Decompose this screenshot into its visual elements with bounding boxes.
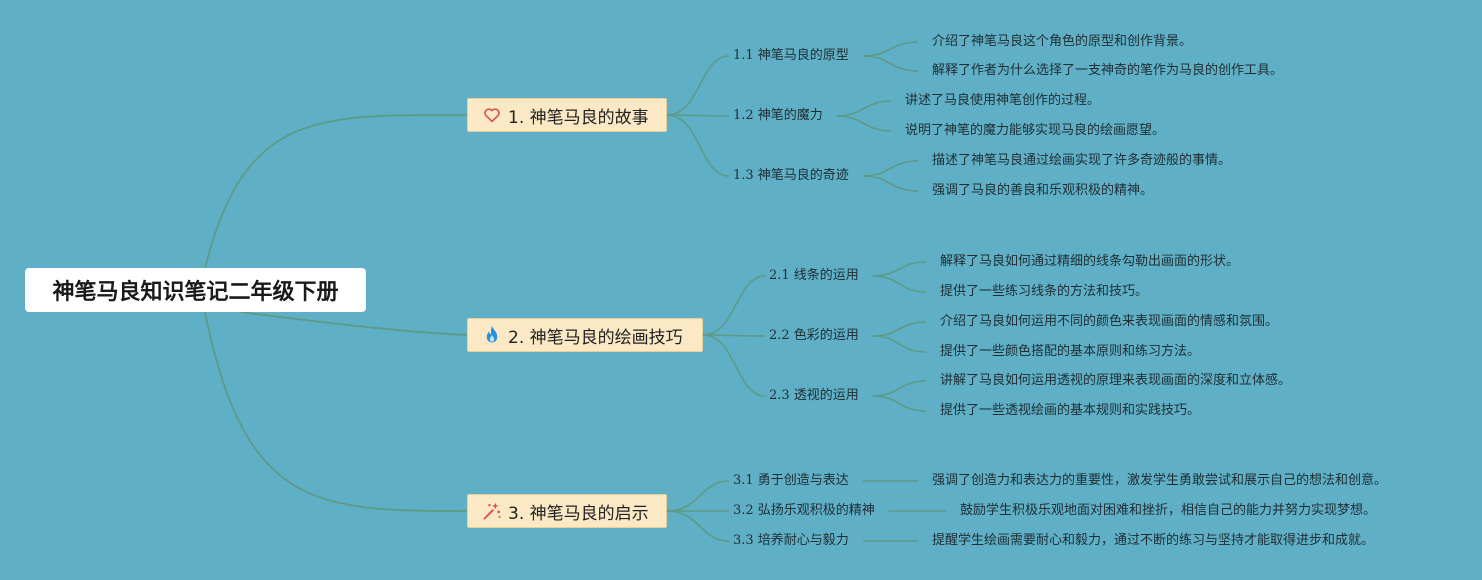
leaf-note-2-1-1[interactable]: 解释了马良如何通过精细的线条勾勒出画面的形状。 — [940, 254, 1240, 269]
connector-sub-leaf-2-1-1 — [872, 261, 927, 277]
connector-branch-sub-3-1 — [666, 480, 730, 512]
subtopic-1-1[interactable]: 1.1 神笔马良的原型 — [733, 48, 849, 63]
subtopic-2-2[interactable]: 2.2 色彩的运用 — [769, 328, 859, 343]
subtopic-3-1[interactable]: 3.1 勇于创造与表达 — [733, 473, 849, 488]
connector-sub-leaf-1-2-1 — [836, 100, 892, 117]
connector-sub-leaf-2-2-2 — [872, 335, 927, 353]
subtopic-2-3[interactable]: 2.3 透视的运用 — [769, 388, 859, 403]
subtopic-1-2[interactable]: 1.2 神笔的魔力 — [733, 108, 823, 123]
leaf-note-1-2-1[interactable]: 讲述了马良使用神笔创作的过程。 — [905, 93, 1101, 108]
leaf-note-2-1-2[interactable]: 提供了一些练习线条的方法和技巧。 — [940, 284, 1149, 299]
connector-branch-sub-3-3 — [666, 510, 730, 542]
leaf-note-3-3-1[interactable]: 提醒学生绘画需要耐心和毅力，通过不断的练习与坚持才能取得进步和成就。 — [932, 533, 1375, 548]
connector-sub-leaf-2-1-2 — [872, 275, 927, 293]
connector-sub-leaf-1-3-1 — [862, 160, 919, 177]
connector-branch-sub-1-2 — [666, 114, 730, 117]
sparkle-icon — [482, 501, 502, 521]
connector-branch-sub-2-3 — [702, 334, 766, 397]
connector-root-branch-3 — [204, 311, 468, 512]
connector-branch-sub-2-1 — [702, 275, 766, 336]
leaf-note-2-3-2[interactable]: 提供了一些透视绘画的基本规则和实践技巧。 — [940, 403, 1201, 418]
connector-sub-leaf-1-1-2 — [862, 55, 919, 72]
connector-sub-leaf-1-3-2 — [862, 175, 919, 192]
subtopic-1-3[interactable]: 1.3 神笔马良的奇迹 — [733, 168, 849, 183]
leaf-note-1-2-2[interactable]: 说明了神笔的魔力能够实现马良的绘画愿望。 — [905, 123, 1166, 138]
connector-sub-leaf-2-3-2 — [872, 395, 927, 412]
connector-root-branch-1 — [204, 114, 468, 269]
heart-icon — [482, 105, 502, 125]
leaf-note-2-3-1[interactable]: 讲解了马良如何运用透视的原理来表现画面的深度和立体感。 — [940, 373, 1292, 388]
branch-label: 2. 神笔马良的绘画技巧 — [508, 327, 683, 348]
leaf-note-1-3-2[interactable]: 强调了马良的善良和乐观积极的精神。 — [932, 183, 1154, 198]
connector-root-branch-2 — [239, 311, 468, 336]
branch-label: 3. 神笔马良的启示 — [508, 503, 649, 524]
connector-branch-sub-1-3 — [666, 114, 730, 177]
root-topic[interactable]: 神笔马良知识笔记二年级下册 — [25, 268, 366, 312]
connector-sub-leaf-2-3-1 — [872, 380, 927, 397]
leaf-note-2-2-2[interactable]: 提供了一些颜色搭配的基本原则和练习方法。 — [940, 344, 1201, 359]
connector-branch-sub-1-1 — [666, 55, 730, 116]
connector-branch-sub-2-2 — [702, 334, 766, 337]
leaf-note-3-2-1[interactable]: 鼓励学生积极乐观地面对困难和挫折，相信自己的能力并努力实现梦想。 — [960, 503, 1377, 518]
subtopic-3-3[interactable]: 3.3 培养耐心与毅力 — [733, 533, 849, 548]
branch-topic-3[interactable]: 3. 神笔马良的启示 — [467, 494, 667, 528]
subtopic-3-2[interactable]: 3.2 弘扬乐观积极的精神 — [733, 503, 875, 518]
connector-sub-leaf-2-2-1 — [872, 321, 927, 337]
connector-sub-leaf-1-2-2 — [836, 115, 892, 132]
subtopic-2-1[interactable]: 2.1 线条的运用 — [769, 268, 859, 283]
branch-topic-2[interactable]: 2. 神笔马良的绘画技巧 — [467, 318, 703, 352]
fire-icon — [482, 325, 502, 345]
branch-topic-1[interactable]: 1. 神笔马良的故事 — [467, 98, 667, 132]
leaf-note-1-1-2[interactable]: 解释了作者为什么选择了一支神奇的笔作为马良的创作工具。 — [932, 63, 1284, 78]
leaf-note-3-1-1[interactable]: 强调了创造力和表达力的重要性，激发学生勇敢尝试和展示自己的想法和创意。 — [932, 473, 1388, 488]
root-title: 神笔马良知识笔记二年级下册 — [52, 280, 339, 305]
leaf-note-1-1-1[interactable]: 介绍了神笔马良这个角色的原型和创作背景。 — [932, 34, 1193, 49]
leaf-note-1-3-1[interactable]: 描述了神笔马良通过绘画实现了许多奇迹般的事情。 — [932, 153, 1232, 168]
branch-label: 1. 神笔马良的故事 — [508, 107, 649, 128]
leaf-note-2-2-1[interactable]: 介绍了马良如何运用不同的颜色来表现画面的情感和氛围。 — [940, 314, 1279, 329]
connector-sub-leaf-1-1-1 — [862, 41, 919, 57]
